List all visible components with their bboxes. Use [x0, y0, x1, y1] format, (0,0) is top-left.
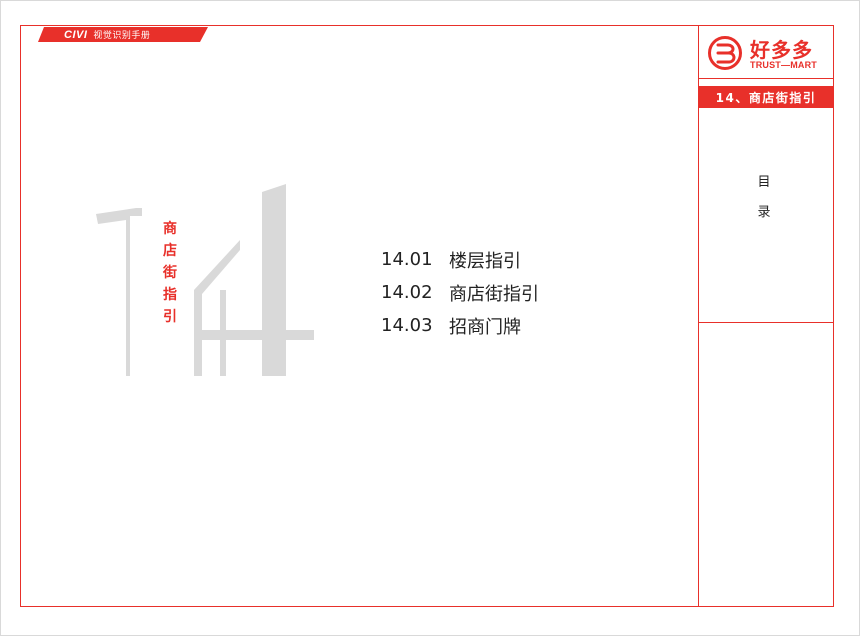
contents-item-number: 14.03 — [381, 315, 433, 336]
numeral-four-main-stem — [262, 184, 286, 376]
logo-mark-icon — [708, 36, 742, 70]
contents-item-title: 楼层指引 — [449, 250, 521, 272]
contents-item[interactable]: 14.02 商店街指引 — [381, 276, 539, 309]
vertical-title-char: 店 — [163, 243, 177, 259]
logo-english-name: TRUST—MART — [750, 60, 817, 70]
numeral-one-shape — [96, 208, 142, 376]
sidebar-rule-middle — [698, 322, 834, 323]
toc-label-char: 目 — [757, 175, 771, 190]
manual-title: 视觉识别手册 — [93, 31, 151, 41]
contents-item[interactable]: 14.01 楼层指引 — [381, 243, 539, 276]
numeral-four-diagonal — [194, 240, 240, 376]
sidebar-divider — [698, 25, 699, 607]
vertical-title-char: 指 — [163, 287, 177, 303]
contents-item-title: 招商门牌 — [449, 316, 521, 338]
contents-item-title: 商店街指引 — [449, 283, 539, 305]
trust-mart-logo: 好多多 TRUST—MART — [708, 34, 826, 76]
contents-list: 14.01 楼层指引 14.02 商店街指引 14.03 招商门牌 — [381, 243, 539, 342]
numeral-four-crossbar — [194, 330, 314, 340]
contents-item[interactable]: 14.03 招商门牌 — [381, 309, 539, 342]
cover-vertical-title: 商 店 街 指 引 — [150, 218, 190, 328]
contents-item-number: 14.01 — [381, 249, 433, 270]
section-title-tab: 14、商店街指引 — [698, 86, 834, 108]
brand-label: CIVI — [64, 28, 88, 41]
vertical-title-char: 引 — [163, 309, 177, 325]
content-frame — [20, 25, 834, 607]
vertical-title-char: 商 — [163, 221, 177, 237]
sidebar-rule-top — [698, 78, 834, 79]
logo-chinese-name: 好多多 — [750, 38, 813, 62]
toc-label: 目 录 — [756, 168, 772, 228]
manual-header-bar: CIVI 视觉识别手册 — [38, 27, 208, 42]
toc-label-char: 录 — [757, 205, 771, 220]
contents-item-number: 14.02 — [381, 282, 433, 303]
chapter-number-graphic — [96, 184, 314, 376]
vertical-title-char: 街 — [163, 265, 177, 281]
